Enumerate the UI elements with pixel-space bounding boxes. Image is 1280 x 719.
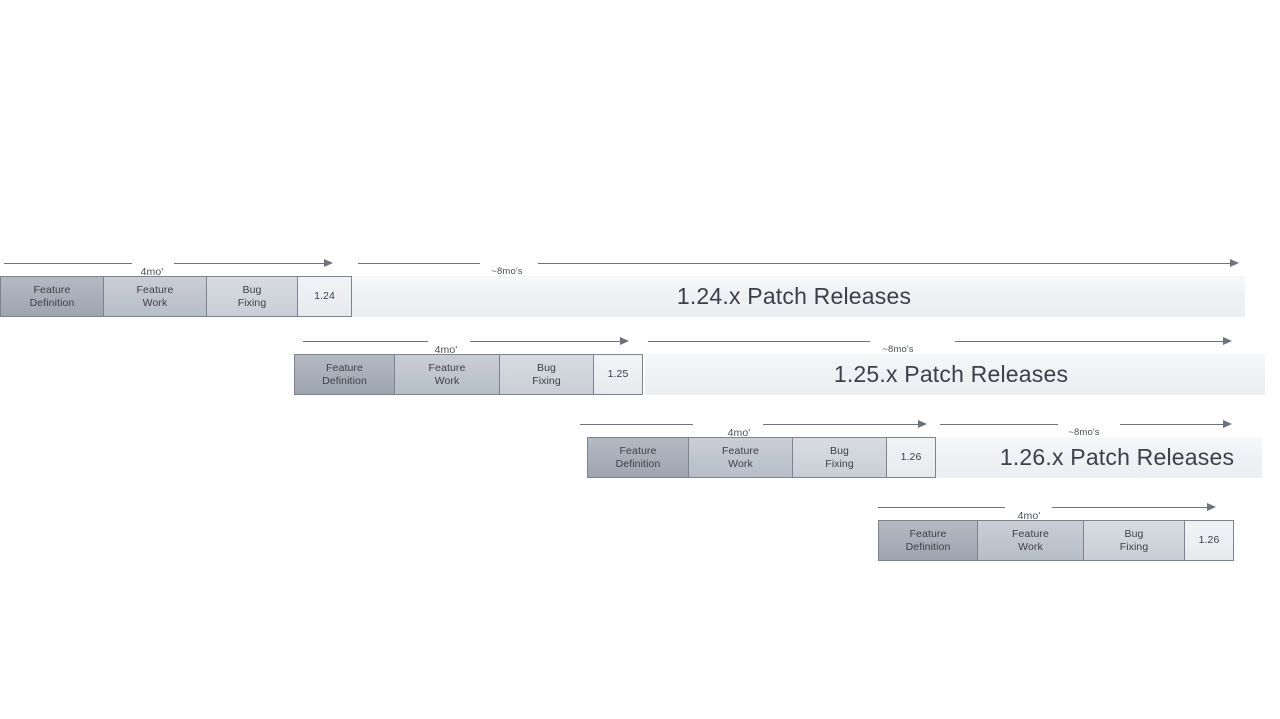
patch-release-bar-1-26: 1.26.x Patch Releases — [936, 437, 1262, 478]
dev-arrow-label: 4mo' — [1017, 510, 1041, 522]
patch-release-bar-1-25: 1.25.x Patch Releases — [645, 354, 1265, 395]
patch-arrow-left-segment — [358, 263, 480, 264]
phase-label-line2: Fixing — [237, 296, 267, 309]
phase-label-line2: Fixing — [1119, 540, 1149, 553]
dev-arrow-right-segment — [470, 341, 620, 342]
phase-box-feature-work[interactable]: Feature Work — [103, 276, 206, 317]
phase-box-feature-definition[interactable]: Feature Definition — [878, 520, 977, 561]
timeline-arrows-1-26: 4mo' ~8mo's — [0, 413, 1280, 439]
phase-label-line1: Feature — [1012, 528, 1049, 540]
dev-arrow-left-segment — [4, 263, 132, 264]
phase-label-line1: Bug — [1124, 528, 1144, 540]
dev-arrow-left-segment — [303, 341, 428, 342]
phase-label-line2: Definition — [905, 540, 951, 553]
patch-release-label: 1.25.x Patch Releases — [833, 361, 1069, 387]
phase-label-line2: Work — [1018, 540, 1043, 553]
patch-arrow-label: ~8mo's — [491, 266, 523, 277]
phase-box-feature-work[interactable]: Feature Work — [688, 437, 792, 478]
patch-arrow-right-segment — [1120, 424, 1223, 425]
patch-arrow-right-segment — [955, 341, 1223, 342]
phase-label-line1: Feature — [722, 445, 759, 457]
patch-arrow-right-segment — [538, 263, 1230, 264]
phase-strip-1-26: Feature Definition Feature Work Bug Fixi… — [587, 437, 936, 478]
dev-arrow-head-icon — [324, 259, 333, 267]
release-version-label: 1.26 — [1198, 534, 1220, 547]
phase-strip-1-25: Feature Definition Feature Work Bug Fixi… — [294, 354, 643, 395]
phase-label-line2: Fixing — [532, 374, 561, 387]
phase-box-bug-fixing[interactable]: Bug Fixing — [1083, 520, 1184, 561]
patch-arrow-head-icon — [1223, 337, 1232, 345]
release-version-badge[interactable]: 1.26 — [886, 437, 936, 478]
patch-release-bar-1-24: 1.24.x Patch Releases — [352, 276, 1245, 317]
release-row-1-24: 4mo' ~8mo's 1.24.x Patch Releases Featur… — [0, 252, 1280, 322]
patch-arrow-left-segment — [648, 341, 870, 342]
dev-arrow-right-segment — [763, 424, 918, 425]
phase-box-feature-definition[interactable]: Feature Definition — [587, 437, 688, 478]
phase-label-line2: Work — [142, 296, 168, 309]
release-row-1-26: 4mo' ~8mo's 1.26.x Patch Releases Featur… — [0, 413, 1280, 483]
patch-arrow-head-icon — [1223, 420, 1232, 428]
dev-arrow-right-segment — [1052, 507, 1207, 508]
phase-label-line2: Definition — [322, 374, 367, 387]
phase-label-line1: Feature — [619, 445, 657, 457]
phase-label-line1: Feature — [326, 362, 363, 374]
timeline-arrows-next: 4mo' — [0, 496, 1280, 522]
phase-label-line2: Fixing — [825, 457, 854, 470]
dev-arrow-head-icon — [620, 337, 629, 345]
timeline-arrows-1-25: 4mo' ~8mo's — [0, 330, 1280, 356]
patch-arrow-label: ~8mo's — [1068, 427, 1100, 438]
phase-box-feature-definition[interactable]: Feature Definition — [0, 276, 103, 317]
release-version-label: 1.26 — [900, 451, 922, 464]
phase-box-feature-work[interactable]: Feature Work — [977, 520, 1083, 561]
phase-label-line2: Work — [728, 457, 753, 470]
phase-strip-1-24: Feature Definition Feature Work Bug Fixi… — [0, 276, 352, 317]
patch-release-label: 1.26.x Patch Releases — [999, 444, 1235, 470]
phase-label-line2: Definition — [29, 296, 75, 309]
dev-arrow-left-segment — [878, 507, 1005, 508]
phase-label-line2: Work — [434, 374, 460, 387]
phase-label-line1: Feature — [33, 284, 71, 296]
phase-label-line2: Definition — [615, 457, 661, 470]
phase-box-bug-fixing[interactable]: Bug Fixing — [206, 276, 297, 317]
patch-release-label: 1.24.x Patch Releases — [676, 283, 912, 309]
dev-arrow-label: 4mo' — [434, 344, 458, 356]
phase-box-feature-work[interactable]: Feature Work — [394, 354, 499, 395]
patch-arrow-head-icon — [1230, 259, 1239, 267]
phase-box-bug-fixing[interactable]: Bug Fixing — [499, 354, 593, 395]
release-version-badge[interactable]: 1.25 — [593, 354, 643, 395]
patch-arrow-left-segment — [940, 424, 1058, 425]
dev-arrow-left-segment — [580, 424, 693, 425]
phase-strip-next: Feature Definition Feature Work Bug Fixi… — [878, 520, 1234, 561]
dev-arrow-head-icon — [1207, 503, 1216, 511]
release-row-1-25: 4mo' ~8mo's 1.25.x Patch Releases Featur… — [0, 330, 1280, 400]
release-row-next: 4mo' Feature Definition Feature Work Bug… — [0, 496, 1280, 566]
phase-label-line1: Feature — [428, 362, 466, 374]
release-version-badge[interactable]: 1.24 — [297, 276, 352, 317]
dev-arrow-head-icon — [918, 420, 927, 428]
phase-label-line1: Bug — [242, 284, 262, 296]
phase-label-line1: Bug — [830, 445, 849, 457]
dev-arrow-label: 4mo' — [140, 266, 164, 278]
timeline-arrows-1-24: 4mo' ~8mo's — [0, 252, 1248, 278]
phase-box-feature-definition[interactable]: Feature Definition — [294, 354, 394, 395]
phase-label-line1: Feature — [136, 284, 174, 296]
phase-box-bug-fixing[interactable]: Bug Fixing — [792, 437, 886, 478]
dev-arrow-label: 4mo' — [727, 427, 751, 439]
patch-arrow-label: ~8mo's — [882, 344, 914, 355]
dev-arrow-right-segment — [174, 263, 324, 264]
phase-label-line1: Feature — [909, 528, 947, 540]
phase-label-line1: Bug — [537, 362, 556, 374]
release-version-label: 1.24 — [314, 290, 335, 303]
release-version-badge[interactable]: 1.26 — [1184, 520, 1234, 561]
release-version-label: 1.25 — [607, 368, 629, 381]
